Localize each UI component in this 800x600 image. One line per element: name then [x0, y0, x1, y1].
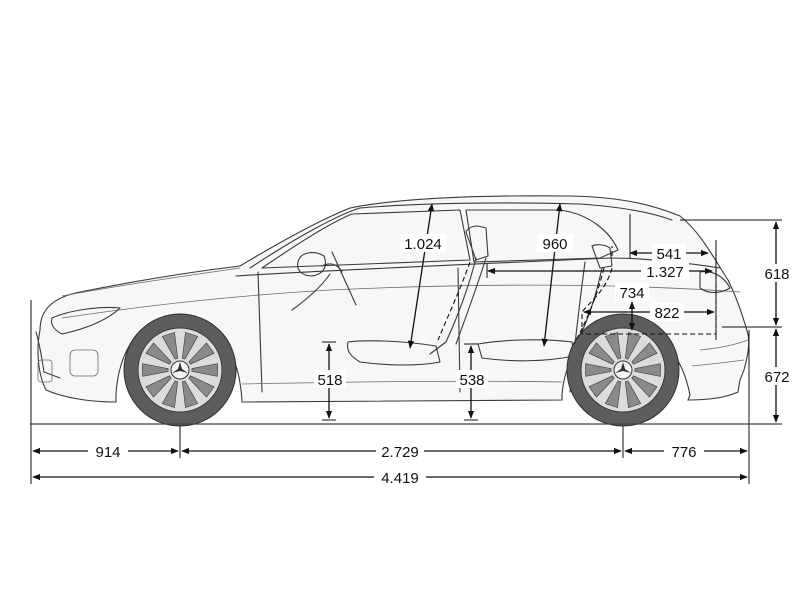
label-front-seat-height: 518: [317, 372, 342, 389]
label-load-height: 734: [619, 285, 644, 302]
label-overall-length: 4.419: [381, 470, 419, 487]
wheel-spoke: [181, 332, 199, 360]
dimension-labels: 914 2.729 776 4.419 1.024 960 518 538 54…: [88, 234, 794, 487]
label-front-headroom: 1.024: [404, 236, 442, 253]
wheel-spoke: [631, 342, 658, 365]
label-rear-headroom: 960: [542, 236, 567, 253]
wheel-spoke: [181, 380, 199, 408]
wheel-spoke: [145, 375, 172, 398]
wheel-spoke: [624, 332, 642, 360]
label-wheelbase: 2.729: [381, 444, 419, 461]
wheel-spoke: [634, 363, 661, 377]
wheel-spoke: [631, 375, 658, 398]
wheel-spoke: [188, 375, 215, 398]
label-upper-rear-height: 618: [764, 266, 789, 283]
label-load-length-rear-seat: 1.327: [646, 264, 684, 281]
label-load-length-upper: 541: [656, 246, 681, 263]
label-front-overhang: 914: [95, 444, 120, 461]
wheel-spoke: [588, 375, 615, 398]
front-wheel: [123, 313, 237, 427]
wheel-spoke: [588, 342, 615, 365]
wheel-spoke: [191, 363, 218, 377]
wheel-spoke: [145, 342, 172, 365]
label-rear-seat-height: 538: [459, 372, 484, 389]
label-load-floor-length: 822: [654, 305, 679, 322]
wheel-spoke: [142, 363, 169, 377]
wheel-spoke: [585, 363, 612, 377]
wheel-spoke: [161, 332, 179, 360]
wheel-spoke: [604, 332, 622, 360]
wheel-spoke: [188, 342, 215, 365]
label-rear-overhang: 776: [671, 444, 696, 461]
wheel-spoke: [604, 380, 622, 408]
label-lower-rear-height: 672: [764, 369, 789, 386]
rear-wheel: [566, 313, 680, 427]
wheel-spoke: [624, 380, 642, 408]
wheel-spoke: [161, 380, 179, 408]
